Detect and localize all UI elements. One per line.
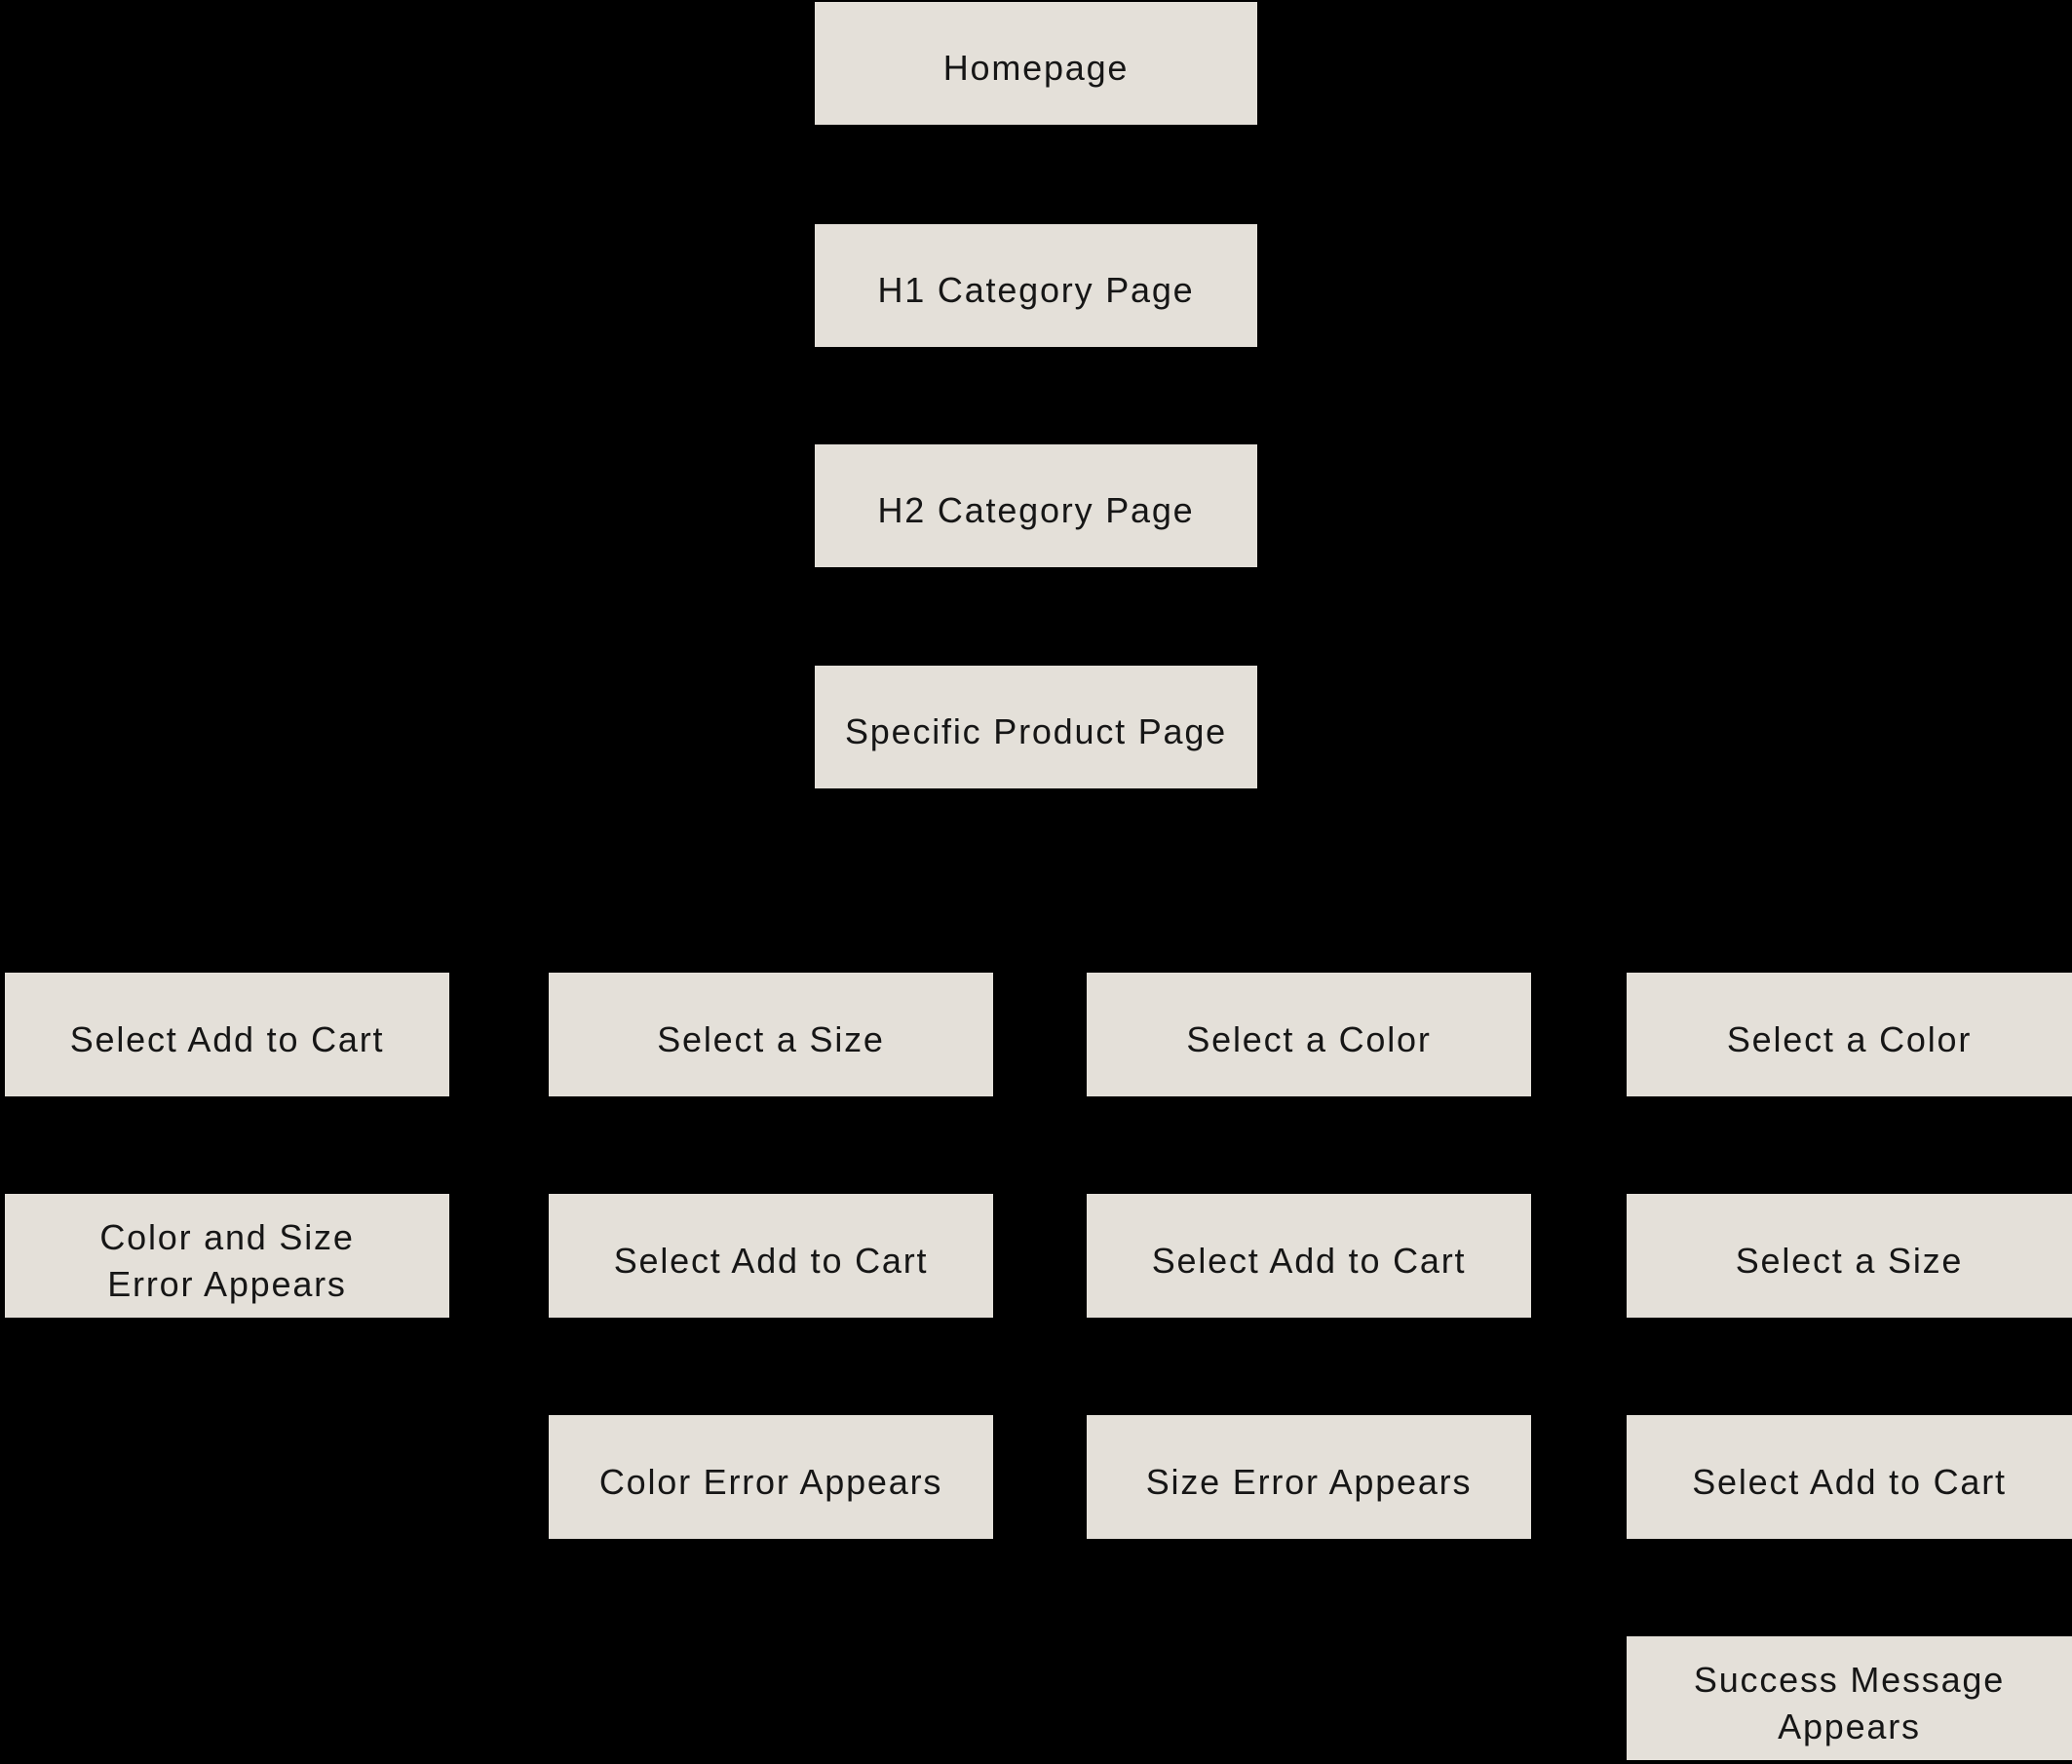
flow-node-h1-category-page: H1 Category Page: [815, 224, 1257, 347]
flow-node-branch4-select-a-size: Select a Size: [1627, 1194, 2072, 1318]
flow-node-homepage: Homepage: [815, 2, 1257, 125]
flow-node-branch4-success-message: Success Message Appears: [1627, 1636, 2072, 1760]
flow-node-branch2-select-a-size: Select a Size: [549, 973, 993, 1096]
flow-node-branch1-color-and-size-error: Color and Size Error Appears: [5, 1194, 449, 1318]
flow-node-branch3-select-add-to-cart: Select Add to Cart: [1087, 1194, 1531, 1318]
flow-node-branch4-select-add-to-cart: Select Add to Cart: [1627, 1415, 2072, 1539]
flow-node-branch2-color-error: Color Error Appears: [549, 1415, 993, 1539]
flow-node-branch4-select-a-color: Select a Color: [1627, 973, 2072, 1096]
flow-node-branch1-select-add-to-cart: Select Add to Cart: [5, 973, 449, 1096]
flow-node-specific-product-page: Specific Product Page: [815, 666, 1257, 788]
flow-node-h2-category-page: H2 Category Page: [815, 444, 1257, 567]
flow-node-branch3-size-error: Size Error Appears: [1087, 1415, 1531, 1539]
flow-node-branch2-select-add-to-cart: Select Add to Cart: [549, 1194, 993, 1318]
flow-node-branch3-select-a-color: Select a Color: [1087, 973, 1531, 1096]
